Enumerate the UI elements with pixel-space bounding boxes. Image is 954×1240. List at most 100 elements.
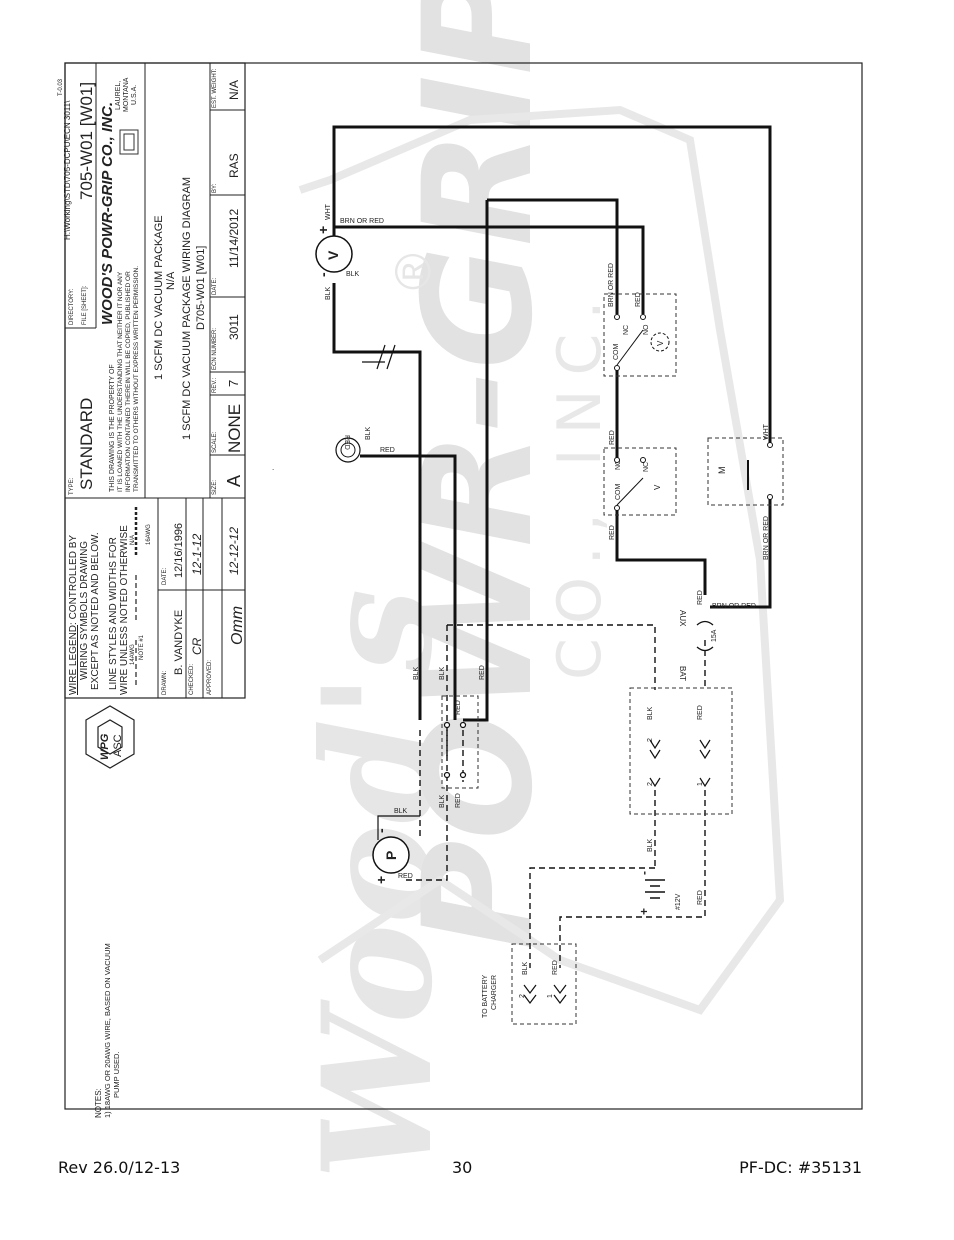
legend-14awg: 14AWG: [130, 644, 136, 665]
psw-blk2: BLK: [439, 666, 446, 680]
switch2-red-top: RED: [609, 430, 616, 445]
header-ref-text: H:\Working\STD\705-DCPU\ECN 3011\: [63, 100, 72, 240]
conn-blk: BLK: [647, 706, 654, 720]
pump-red: RED: [398, 873, 413, 880]
rev-value: 7: [226, 380, 241, 387]
by-value: RAS: [227, 153, 241, 178]
rev-label: REV.:: [212, 378, 218, 393]
charger-label-1: TO BATTERY: [482, 974, 489, 1018]
watermark-swoosh: [298, 105, 785, 1015]
pump-p-label: P: [383, 851, 399, 860]
drawing-number-big: 705-W01 [W01]: [77, 82, 96, 200]
switch1-nc: NC: [623, 325, 630, 335]
psw-red1: RED: [479, 665, 486, 680]
legend-title-rest: : CONTROLLED BY: [68, 535, 79, 625]
legend-note1: NOTE #1: [139, 634, 145, 660]
ecn-value: 3011: [227, 314, 241, 340]
type-value: STANDARD: [77, 398, 96, 490]
title-line-4: D705-W01 [W01]: [195, 246, 207, 330]
connector-block-2pin: [649, 739, 711, 788]
label-brn-red-top: BRN OR RED: [340, 218, 384, 225]
conn-pin2-bot: 2: [647, 782, 654, 786]
switch2-nc: NC: [643, 462, 650, 472]
charger-blk: BLK: [522, 961, 529, 975]
v-pump-label: V: [325, 250, 341, 260]
checked-date: 12-1-12: [190, 533, 204, 575]
gauge-red: RED: [380, 447, 395, 454]
property-notice-3: INFORMATION CONTAINED THEREIN WILL BE CO…: [125, 271, 132, 492]
stray-dot: .: [272, 463, 274, 472]
by-label: BY:: [212, 183, 218, 193]
gauge-label: RED: [343, 435, 350, 450]
pressure-switch-block: [443, 721, 467, 779]
date-value: 11/14/2012: [227, 209, 241, 268]
battery-red: RED: [697, 890, 704, 905]
battery-blk: BLK: [647, 838, 654, 852]
legend-title-underlined: WIRE LEGEND: [68, 625, 79, 695]
psw-blk1: BLK: [413, 666, 420, 680]
legend-line-3: EXCEPT AS NOTED AND BELOW.: [90, 532, 101, 690]
battery-minus: -: [637, 871, 651, 875]
motor-brn-red: BRN OR RED: [763, 516, 770, 560]
pump-blk-wire: [377, 815, 420, 840]
watermark-registered: ®: [385, 253, 441, 290]
company-logo-icon: [119, 129, 139, 155]
battery-volt: #12V: [675, 893, 682, 910]
conn-pin1-bot: 1: [697, 782, 704, 786]
drawn-date: 12/16/1996: [173, 523, 185, 578]
weight-value: N/A: [227, 80, 241, 100]
switch1-com: COM: [613, 344, 620, 361]
battery-icon: [645, 879, 665, 899]
footer-revision: Rev 26.0/12-13: [58, 1158, 181, 1177]
drawn-label: DRAWN:: [162, 671, 168, 695]
title-block: WOOD'S POWR-GRIP CO., INC. LAUREL, MONTA…: [64, 62, 246, 699]
directory-label: DIRECTORY:: [69, 288, 75, 325]
legend-16awg: 16AWG: [146, 524, 152, 545]
title-line-1: 1 SCFM DC VACUUM PACKAGE: [153, 215, 165, 380]
switch2-v-label: V: [653, 484, 662, 490]
checked-label: CHECKED:: [189, 664, 195, 695]
watermark-co-inc: CO., INC.: [545, 287, 615, 680]
enclosures: [441, 293, 784, 1025]
scale-label: SCALE:: [212, 431, 218, 453]
scale-value: NONE: [225, 404, 244, 453]
size-label: SIZE:: [212, 480, 218, 495]
switch1-brn-red: BRN OR RED: [608, 263, 615, 307]
pump-p: P: [372, 836, 410, 874]
legend-line-4: LINE STYLES AND WIDTHS FOR: [108, 537, 119, 690]
pump-minus: -: [373, 828, 389, 833]
notes-line-2: PUMP USED.: [112, 1051, 121, 1098]
company-country: U.S.A.: [131, 85, 138, 105]
logo-text-asc: ASC: [112, 734, 124, 757]
switch2-red-bottom: RED: [609, 525, 616, 540]
property-notice-1: THIS DRAWING IS THE PROPERTY OF: [109, 364, 116, 492]
aux-red: RED: [697, 590, 704, 605]
label-blk-v: BLK: [346, 271, 360, 278]
title-line-2: N/A: [165, 271, 177, 290]
type-label: TYPE:: [69, 477, 75, 495]
approved-label: APPROVED:: [207, 660, 213, 695]
weight-label: EST. WEIGHT:: [212, 68, 218, 108]
pump-plus: +: [373, 876, 389, 884]
approved-value: Omm: [229, 606, 246, 645]
pump-blk: BLK: [394, 808, 408, 815]
footer-page-number: 30: [452, 1158, 473, 1177]
company-city: LAUREL,: [115, 81, 122, 110]
switch1-v-symbol: V: [650, 332, 670, 352]
v-minus: -: [315, 272, 331, 277]
legend-title: WIRE LEGEND: CONTROLLED BY: [68, 535, 79, 695]
fuse-label: 15A: [711, 629, 718, 642]
charger-red: RED: [552, 960, 559, 975]
dashed-wires: [404, 624, 706, 968]
psw-blk3: BLK: [439, 794, 446, 808]
file-label: FILE [SHEET]:: [82, 285, 88, 325]
switch1-red: RED: [635, 292, 642, 307]
fuse-icon: [696, 620, 714, 652]
drawn-value: B. VANDYKE: [173, 610, 185, 675]
footer-part-number: PF-DC: #35131: [739, 1158, 862, 1177]
motor-m: M: [717, 467, 727, 475]
aux-brn-red: BRN OR RED: [712, 603, 756, 610]
approved-date: 12-12-12: [227, 527, 241, 575]
